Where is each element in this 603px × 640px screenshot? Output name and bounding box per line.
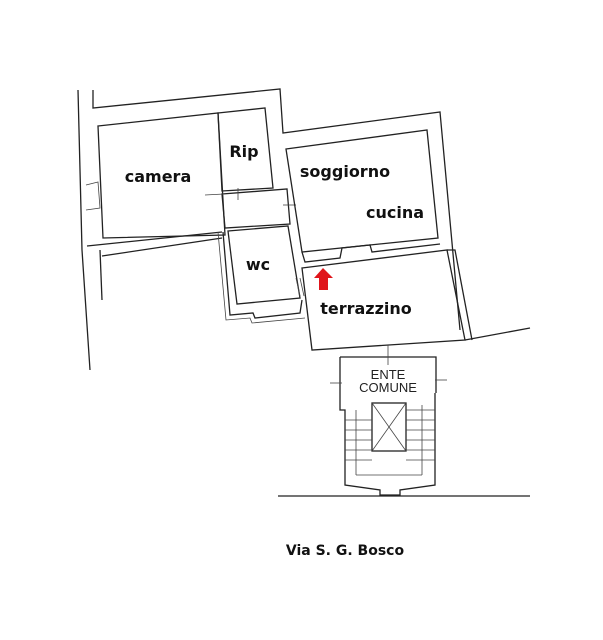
- common-area-label-line2: COMUNE: [359, 380, 417, 395]
- room-label-wc: wc: [246, 255, 270, 274]
- room-label-rip: Rip: [229, 142, 258, 161]
- common-area-label-line1: ENTE: [371, 367, 406, 382]
- room-label-terrazzino: terrazzino: [320, 299, 412, 318]
- room-label-soggiorno: soggiorno: [300, 162, 390, 181]
- room-label-camera: camera: [125, 167, 192, 186]
- entrance-arrow-icon: [314, 268, 333, 290]
- street-label: Via S. G. Bosco: [286, 543, 405, 559]
- walls: [77, 88, 531, 497]
- room-label-cucina: cucina: [366, 203, 424, 222]
